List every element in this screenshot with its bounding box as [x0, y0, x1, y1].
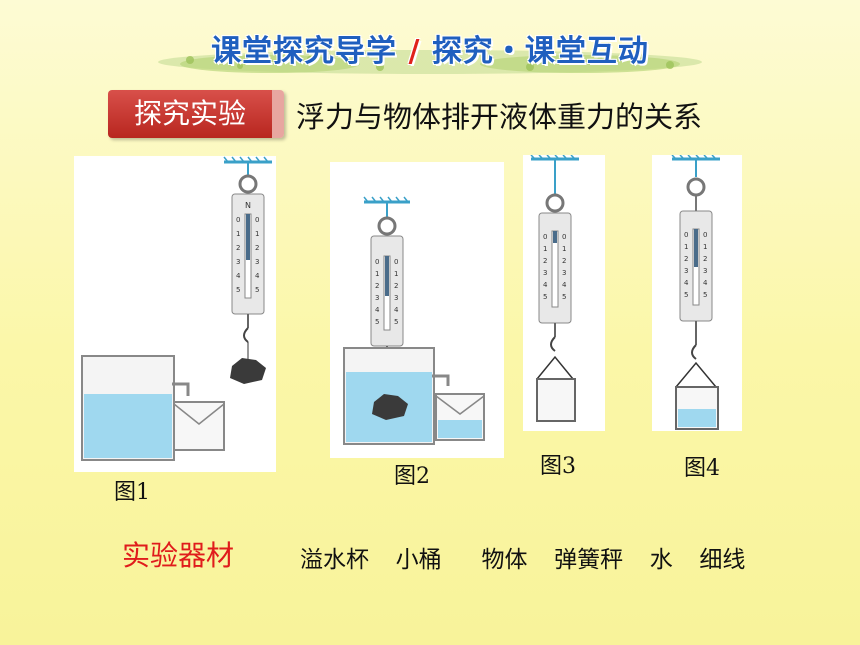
svg-text:3: 3	[703, 267, 707, 275]
figure-1-caption: 图1	[114, 480, 150, 505]
svg-text:3: 3	[562, 269, 566, 277]
svg-text:2: 2	[543, 257, 547, 265]
figure-2: 0 1 2 3 4 5 0 1 2 3 4 5	[330, 162, 504, 458]
header-banner: 课堂探究导学 / 探究・课堂互动	[150, 18, 710, 76]
svg-text:3: 3	[394, 294, 398, 302]
svg-text:3: 3	[255, 258, 259, 266]
svg-text:5: 5	[375, 318, 379, 326]
svg-text:1: 1	[236, 230, 240, 238]
svg-text:2: 2	[394, 282, 398, 290]
svg-text:5: 5	[236, 286, 240, 294]
section-subtitle: 浮力与物体排开液体重力的关系	[296, 100, 703, 134]
svg-text:1: 1	[562, 245, 566, 253]
svg-text:5: 5	[684, 291, 688, 299]
svg-text:0: 0	[375, 258, 379, 266]
svg-text:0: 0	[543, 233, 547, 241]
figure-4-illustration: 0 1 2 3 4 5 0 1 2 3 4 5	[671, 154, 720, 430]
materials-label: 实验器材	[122, 539, 235, 572]
figure-3-illustration: 0 1 2 3 4 5 0 1 2 3 4 5	[530, 154, 579, 422]
svg-text:0: 0	[703, 231, 707, 239]
materials-list: 溢水杯 小桶 物体 弹簧秤 水 细线	[300, 547, 746, 573]
svg-text:5: 5	[703, 291, 707, 299]
page-title: 课堂探究导学 / 探究・课堂互动	[150, 26, 710, 70]
scale-label-n: N	[245, 201, 251, 210]
figure-4: 0 1 2 3 4 5 0 1 2 3 4 5	[652, 154, 742, 431]
svg-text:3: 3	[543, 269, 547, 277]
svg-text:1: 1	[703, 243, 707, 251]
svg-text:2: 2	[375, 282, 379, 290]
title-slash: /	[408, 34, 421, 69]
svg-text:4: 4	[562, 281, 567, 289]
svg-text:4: 4	[375, 306, 380, 314]
svg-text:0: 0	[562, 233, 566, 241]
svg-text:1: 1	[684, 243, 688, 251]
svg-text:5: 5	[255, 286, 259, 294]
svg-text:0: 0	[236, 216, 240, 224]
svg-text:5: 5	[543, 293, 547, 301]
title-right: 探究・课堂互动	[431, 34, 649, 69]
svg-text:0: 0	[394, 258, 398, 266]
svg-text:2: 2	[684, 255, 688, 263]
svg-text:2: 2	[703, 255, 707, 263]
figure-1: N 0 1 2 3 4 5 0 1 2 3 4 5	[74, 156, 276, 472]
figure-2-caption: 图2	[394, 464, 430, 489]
figure-3-caption: 图3	[540, 454, 576, 479]
figure-1-illustration: N 0 1 2 3 4 5 0 1 2 3 4 5	[81, 156, 272, 461]
figure-4-caption: 图4	[684, 456, 720, 481]
svg-text:4: 4	[543, 281, 548, 289]
svg-text:3: 3	[375, 294, 379, 302]
svg-text:0: 0	[684, 231, 688, 239]
svg-text:3: 3	[684, 267, 688, 275]
svg-text:2: 2	[236, 244, 240, 252]
svg-text:4: 4	[255, 272, 260, 280]
svg-text:4: 4	[394, 306, 399, 314]
svg-text:1: 1	[543, 245, 547, 253]
svg-text:2: 2	[255, 244, 259, 252]
section-badge: 探究实验	[108, 90, 284, 138]
title-left: 课堂探究导学	[211, 34, 398, 69]
svg-text:3: 3	[236, 258, 240, 266]
svg-text:1: 1	[375, 270, 379, 278]
svg-text:4: 4	[684, 279, 689, 287]
svg-text:2: 2	[562, 257, 566, 265]
svg-text:4: 4	[236, 272, 241, 280]
svg-text:1: 1	[255, 230, 259, 238]
svg-text:0: 0	[255, 216, 259, 224]
svg-text:5: 5	[562, 293, 566, 301]
figure-2-illustration: 0 1 2 3 4 5 0 1 2 3 4 5	[343, 196, 485, 445]
banner-leaf-decoration	[158, 50, 702, 74]
svg-text:5: 5	[394, 318, 398, 326]
svg-text:1: 1	[394, 270, 398, 278]
figure-3: 0 1 2 3 4 5 0 1 2 3 4 5	[523, 154, 605, 431]
svg-text:4: 4	[703, 279, 708, 287]
